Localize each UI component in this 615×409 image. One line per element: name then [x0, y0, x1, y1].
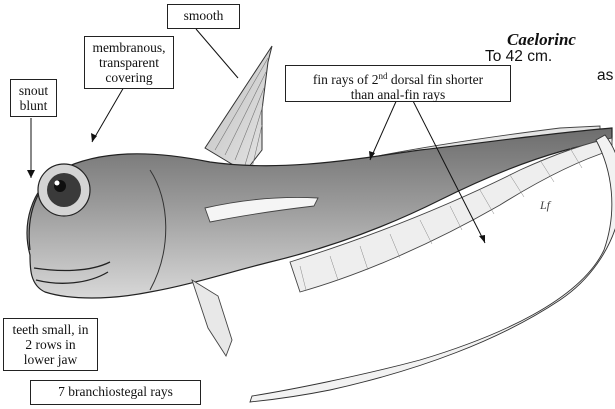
- eye-highlight: [55, 181, 60, 186]
- label-smooth-text: smooth: [184, 8, 224, 23]
- label-fin-rays-line2: than anal-fin rays: [290, 87, 506, 102]
- size-text: To 42 cm.: [485, 48, 552, 66]
- label-fin-rays: fin rays of 2nd dorsal fin shorter than …: [285, 65, 511, 102]
- label-teeth-line1: teeth small, in: [8, 322, 93, 337]
- label-snout-blunt: snout blunt: [10, 79, 57, 117]
- artist-signature: Lf: [540, 198, 550, 213]
- label-branchiostegal-text: 7 branchiostegal rays: [58, 384, 173, 399]
- size-text-continued: as: [597, 67, 613, 85]
- label-snout-line1: snout: [15, 83, 52, 98]
- pelvic-fin: [192, 280, 232, 356]
- label-teeth-line2: 2 rows in: [8, 337, 93, 352]
- label-teeth-line3: lower jaw: [8, 352, 93, 367]
- label-membranous-line1: membranous,: [89, 40, 169, 55]
- label-smooth: smooth: [167, 4, 240, 29]
- label-fin-rays-line1: fin rays of 2nd dorsal fin shorter: [290, 69, 506, 87]
- label-membranous-line3: covering: [89, 70, 169, 85]
- label-membranous-line2: transparent: [89, 55, 169, 70]
- label-snout-line2: blunt: [15, 98, 52, 113]
- label-teeth: teeth small, in 2 rows in lower jaw: [3, 318, 98, 371]
- label-branchiostegal-rays: 7 branchiostegal rays: [30, 380, 201, 405]
- species-name: Caelorinc: [507, 30, 576, 50]
- label-membranous-covering: membranous, transparent covering: [84, 36, 174, 89]
